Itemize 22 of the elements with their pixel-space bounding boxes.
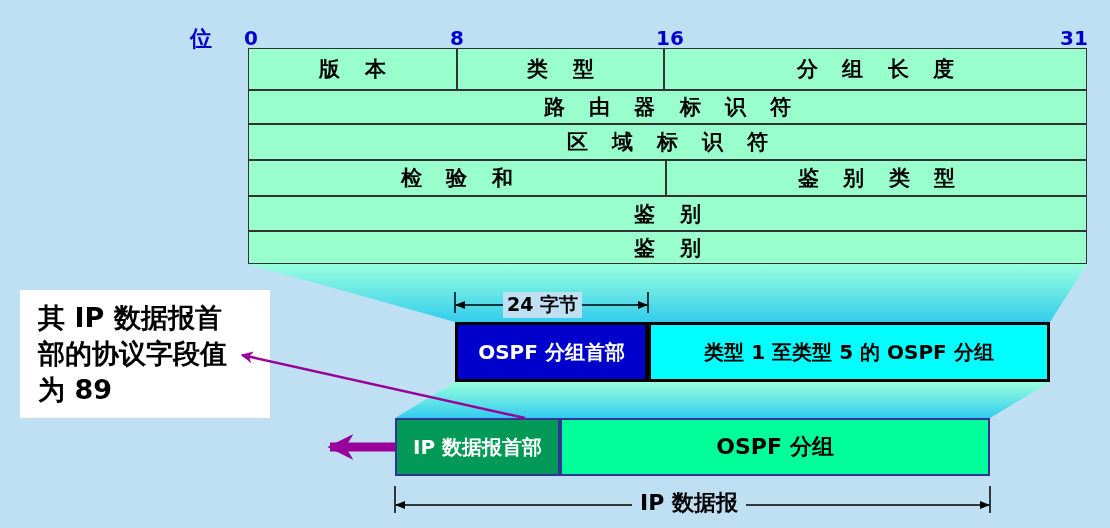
bit-label: 位 — [190, 25, 212, 53]
callout-text: 其 IP 数据报首部的协议字段值为 89 — [20, 290, 270, 418]
field-cell: 路 由 器 标 识 符 — [248, 90, 1087, 124]
bit-number: 16 — [656, 26, 684, 50]
field-cell: 版 本 — [248, 48, 457, 90]
header-segment: IP 数据报首部 — [395, 418, 560, 476]
field-cell: 检 验 和 — [248, 160, 666, 196]
arrow — [327, 434, 395, 460]
field-cell: 分 组 长 度 — [664, 48, 1087, 90]
field-cell: 类 型 — [457, 48, 664, 90]
field-cell: 鉴 别 — [248, 231, 1087, 264]
bit-number: 31 — [1060, 26, 1088, 50]
packet-segment: OSPF 分组 — [560, 418, 990, 476]
arrow — [240, 351, 526, 420]
field-cell: 鉴 别 — [248, 196, 1087, 231]
field-cell: 区 域 标 识 符 — [248, 124, 1087, 160]
bit-number: 0 — [244, 26, 258, 50]
dimension-label: 24 字节 — [503, 292, 583, 318]
bit-number: 8 — [450, 26, 464, 50]
field-cell: 鉴 别 类 型 — [666, 160, 1087, 196]
packet-segment: 类型 1 至类型 5 的 OSPF 分组 — [648, 322, 1050, 382]
header-segment: OSPF 分组首部 — [455, 322, 648, 382]
